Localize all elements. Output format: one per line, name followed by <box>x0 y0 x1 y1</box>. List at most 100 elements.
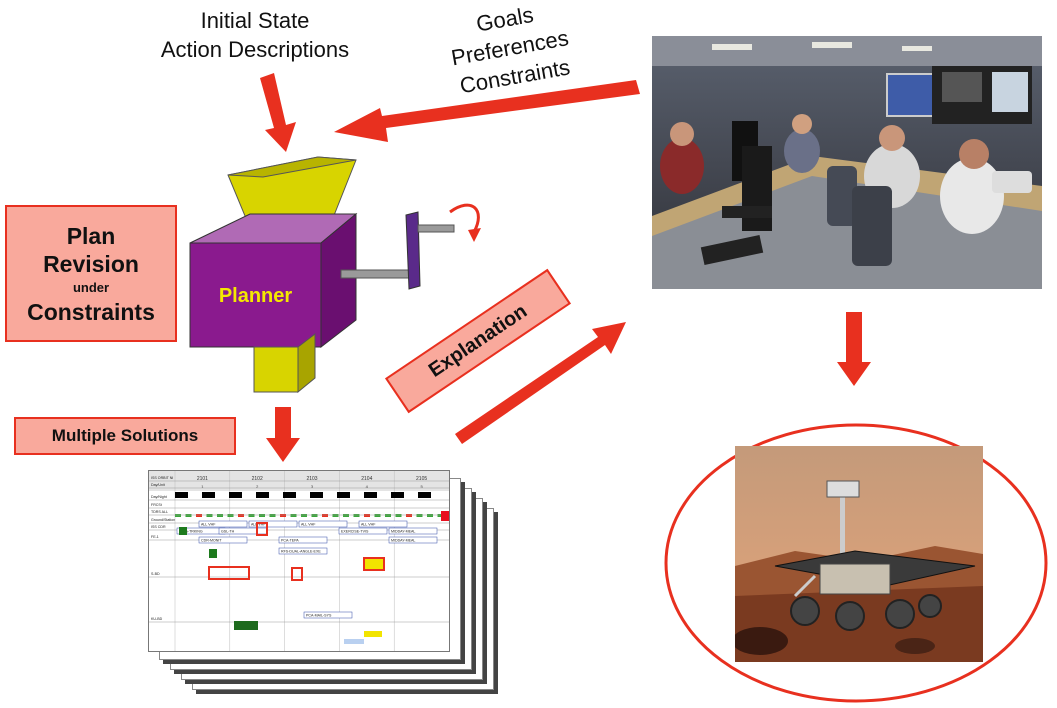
daynight-segment <box>337 492 350 498</box>
timeline-row-label: KU-BD <box>151 617 163 621</box>
tdrs-segment <box>290 514 297 517</box>
timeline-highlight <box>256 522 268 536</box>
timeline-red-block <box>441 511 449 521</box>
timeline-row-label: Ground/Station <box>151 518 175 522</box>
tdrs-segment <box>416 514 423 517</box>
tdrs-segment <box>322 514 328 517</box>
inputs-label: Initial State Action Descriptions <box>120 6 390 64</box>
timeline-task-label: PCA-MAIL-SYS <box>306 614 332 618</box>
plan-revision-line3: under <box>72 279 110 295</box>
daynight-segment <box>391 492 404 498</box>
tdrs-segment <box>227 514 234 517</box>
timeline-task-label: EXERCISE-TVIS <box>341 530 369 534</box>
timeline-task-bar <box>278 536 328 544</box>
timeline-task-label: ALL VHF <box>301 523 316 527</box>
timeline-header-number: 2102 <box>252 476 263 482</box>
tdrs-segment <box>196 514 202 517</box>
timeline-row-label: Day/Night <box>151 495 167 499</box>
timeline-sub-number: 1 <box>201 484 204 489</box>
rotation-arrow-icon <box>449 203 480 233</box>
crank-handle-icon <box>405 211 421 290</box>
timeline-task-label: MIDDAY-MEAL <box>391 530 415 534</box>
rotation-arrow-head <box>468 228 481 242</box>
timeline-header-number: 2103 <box>306 476 317 482</box>
daynight-segment <box>175 492 188 498</box>
mars-rover-photo <box>735 446 983 662</box>
tdrs-segment <box>259 514 265 517</box>
tdrs-segment <box>175 514 181 517</box>
timeline-header-number: 2104 <box>361 476 372 482</box>
tdrs-segment <box>395 514 402 517</box>
tdrs-segment <box>343 514 349 517</box>
tdrs-segment <box>311 514 318 517</box>
tdrs-segment <box>364 514 370 517</box>
tdrs-segment <box>406 514 412 517</box>
plan-revision-line4: Constraints <box>27 298 155 325</box>
tdrs-segment <box>238 514 244 517</box>
timeline-sub-number: 3 <box>311 484 314 489</box>
tdrs-segment <box>185 514 192 517</box>
timeline-green-block <box>234 621 258 630</box>
timeline-task-label: PFTA-TRKING <box>179 530 203 534</box>
plan-revision-line1: Plan <box>66 222 116 249</box>
arrow-planner-to-solutions <box>266 407 300 462</box>
timeline-blue-chip <box>344 639 364 644</box>
arrow-solutions-to-control-room <box>455 322 626 444</box>
plan-revision-box: Plan Revision under Constraints <box>5 205 177 342</box>
daynight-segment <box>256 492 269 498</box>
timeline-highlight <box>208 566 250 580</box>
crank-shaft <box>340 269 414 279</box>
multiple-solutions-box: Multiple Solutions <box>14 417 236 455</box>
multiple-solutions-label: Multiple Solutions <box>51 426 199 445</box>
tdrs-segment <box>248 514 255 517</box>
timeline-task-bar <box>278 547 328 555</box>
timeline-task-label: GSL-TH <box>221 530 235 534</box>
timeline-row-label: FRCSt <box>151 503 162 507</box>
timeline-sub-number: 2 <box>256 484 259 489</box>
timeline-task-bar <box>388 527 438 535</box>
timeline-sub-number: 4 <box>366 484 369 489</box>
timeline-task-bar <box>358 520 408 528</box>
daynight-segment <box>202 492 215 498</box>
arrow-inputs-to-hopper <box>260 73 296 152</box>
inputs-label-line1: Initial State <box>200 8 310 33</box>
hopper-inner <box>227 156 357 178</box>
timeline-row-label: Day/Unit <box>151 483 165 487</box>
timeline-task-label: RFS-DUAL-ANGLE-EXE <box>281 550 321 554</box>
timeline-header-number: 2101 <box>197 476 208 482</box>
timeline-green-block <box>209 549 217 558</box>
daynight-segment <box>310 492 323 498</box>
tdrs-segment <box>353 514 360 517</box>
timeline-task-bar <box>338 527 388 535</box>
tdrs-segment <box>280 514 286 517</box>
timeline-task-label: ALL VHF <box>361 523 376 527</box>
tdrs-segment <box>217 514 223 517</box>
timeline-highlight <box>291 567 303 581</box>
timeline-task-bar <box>198 536 248 544</box>
crank-knob <box>417 224 455 233</box>
arrow-control-to-rover <box>837 312 871 386</box>
timeline-task-label: CDR-MONIT <box>201 539 222 543</box>
tdrs-segment <box>437 514 444 517</box>
timeline-task-label: ALL VHF <box>251 523 266 527</box>
timeline-row-label: TDRS ALL <box>151 510 168 514</box>
timeline-yellow-chip <box>364 631 382 637</box>
output-chute <box>253 346 299 393</box>
plan-revision-line2: Revision <box>43 250 139 277</box>
tdrs-segment <box>269 514 276 517</box>
inputs-label-line2: Action Descriptions <box>160 37 350 62</box>
tdrs-segment <box>374 514 381 517</box>
timeline-task-label: ALL VHF <box>201 523 216 527</box>
timeline-green-block <box>179 527 187 535</box>
daynight-segment <box>229 492 242 498</box>
tdrs-segment <box>206 514 213 517</box>
tdrs-segment <box>427 514 433 517</box>
tdrs-segment <box>301 514 307 517</box>
planner-label: Planner <box>218 285 293 307</box>
timeline-task-bar <box>388 536 438 544</box>
timeline-task-bar <box>248 520 298 528</box>
timeline-task-bar <box>298 520 348 528</box>
timeline-task-label: MIDDAY-MEAL <box>391 539 415 543</box>
